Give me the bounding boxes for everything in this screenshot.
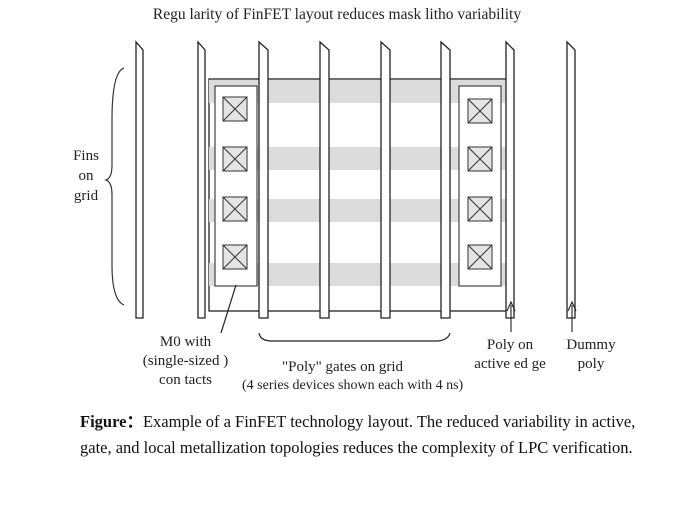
dummy-label-line: Dummy	[566, 337, 616, 353]
dummy-poly-right	[566, 40, 576, 319]
poly-gates-label: "Poly" gates on grid	[282, 359, 403, 375]
fin	[209, 199, 513, 222]
fins-brace	[104, 67, 125, 306]
poly-edge-arrow-head	[506, 300, 516, 312]
contact	[222, 244, 248, 270]
dummy-poly-label: Dummy poly	[556, 336, 626, 374]
fins-label-line: on	[78, 168, 94, 184]
figure-caption: Figure：Example of a FinFET technology la…	[80, 409, 650, 461]
dummy-label-line: poly	[577, 356, 605, 372]
m0-label-line: con tacts	[159, 372, 212, 388]
fins-label-line: grid	[73, 188, 99, 204]
caption-text: Example of a FinFET technology layout. T…	[80, 412, 636, 457]
poly-on-active-edge-left	[197, 40, 206, 319]
fins-label-line: Fins	[73, 148, 99, 164]
contact	[222, 196, 248, 222]
poly-on-active-edge-right	[505, 40, 515, 319]
contact	[222, 96, 248, 122]
caption-lead: Figure：	[80, 412, 143, 431]
poly-gate	[319, 40, 330, 319]
poly-gates-bracket	[258, 332, 451, 342]
fin	[209, 263, 513, 286]
contact	[467, 244, 493, 270]
poly-gate	[440, 40, 451, 319]
m0-label-line: M0 with	[159, 334, 212, 350]
contact	[467, 196, 493, 222]
contact	[222, 146, 248, 172]
poly-on-active-edge-label: Poly on active ed ge	[460, 336, 560, 374]
poly-edge-label-line: Poly on	[486, 337, 534, 353]
fins-on-grid-label: Fins on grid	[60, 146, 112, 206]
fin	[209, 80, 513, 103]
poly-edge-label-line: active ed ge	[474, 356, 546, 372]
poly-gate	[380, 40, 391, 319]
figure-title: Regu larity of FinFET layout reduces mas…	[152, 6, 522, 23]
contact	[467, 98, 493, 124]
contact	[467, 146, 493, 172]
m0-contacts-label: M0 with (single-sized ) con tacts	[118, 333, 253, 390]
dummy-arrow-head	[567, 300, 577, 312]
m0-pointer	[220, 284, 237, 334]
series-devices-note: (4 series devices shown each with 4 ns)	[242, 378, 464, 393]
poly-gate	[258, 40, 269, 319]
fin	[209, 147, 513, 170]
dummy-poly-left	[135, 40, 144, 319]
m0-label-line: (single-sized )	[142, 353, 229, 369]
